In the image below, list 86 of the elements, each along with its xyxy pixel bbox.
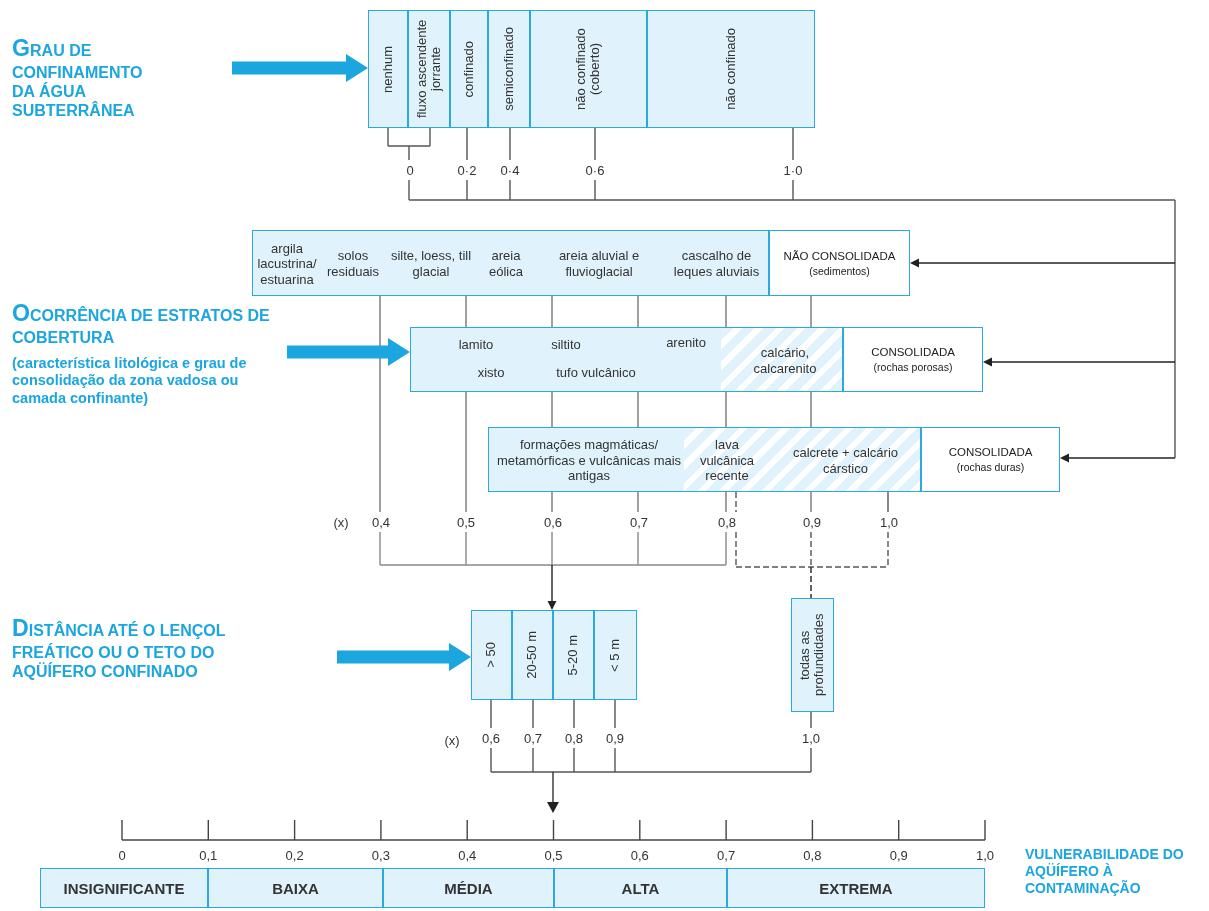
category-cell: não confinado bbox=[647, 10, 815, 128]
block-arrow bbox=[232, 54, 368, 82]
value-label: 0·2 bbox=[457, 162, 477, 178]
material-label: tufo vulcânico bbox=[556, 365, 636, 381]
arrow bbox=[547, 564, 557, 610]
material-panel bbox=[410, 327, 843, 392]
tick-label: 1,0 bbox=[975, 847, 995, 863]
material-label: cascalho de leques aluviais bbox=[672, 248, 761, 280]
material-label: arenito bbox=[666, 335, 706, 351]
heading-text: GRAU DE CONFINAMENTO DA ÁGUA SUBTERRÂNEA bbox=[12, 35, 144, 121]
block-arrow bbox=[337, 643, 471, 671]
category-label: CONSOLIDADA bbox=[871, 346, 955, 358]
category-cell: fluxo ascendente jorrante bbox=[408, 10, 450, 128]
tick-label: 0 bbox=[118, 847, 126, 863]
category-cell: 5-20 m bbox=[553, 610, 594, 700]
value-label: 0,9 bbox=[605, 730, 625, 746]
category-label: NÃO CONSOLIDADA bbox=[783, 249, 896, 262]
value-label: 0,8 bbox=[564, 730, 584, 746]
vulnerability-class-cell: ALTA bbox=[554, 868, 727, 908]
value-label: 0,4 bbox=[371, 514, 391, 530]
category-cell: 20-50 m bbox=[512, 610, 553, 700]
category-cell: não confinado (coberto) bbox=[530, 10, 647, 128]
tick-label: 0,1 bbox=[199, 847, 218, 863]
value-label: 0,6 bbox=[543, 514, 563, 530]
value-label: 0 bbox=[406, 162, 414, 178]
material-label: formações magmáticas/ metamórficas e vulcânicas mais antigas bbox=[495, 437, 683, 484]
connector-line bbox=[810, 566, 812, 599]
tick-label: 0,3 bbox=[371, 847, 390, 863]
value-label: (x) bbox=[444, 732, 460, 748]
value-label: 1,0 bbox=[879, 514, 899, 530]
value-label: 0,7 bbox=[629, 514, 649, 530]
consolidation-cell bbox=[921, 427, 1060, 492]
category-cell: todas as profundidades bbox=[791, 598, 834, 712]
tick-label: 0,8 bbox=[803, 847, 822, 863]
material-label: solos residuais bbox=[326, 248, 380, 280]
value-label: 0,9 bbox=[802, 514, 822, 530]
category-note: (rochas porosas) bbox=[873, 361, 953, 373]
material-label: lamito bbox=[458, 337, 494, 353]
material-label: silte, loess, till glacial bbox=[389, 248, 473, 280]
heading-text: OCORRÊNCIA DE ESTRATOS DE COBERTURA bbox=[12, 300, 271, 348]
material-label: calcrete + calcário cárstico bbox=[791, 444, 900, 477]
vulnerability-class-cell: BAIXA bbox=[208, 868, 383, 908]
category-cell: < 5 m bbox=[594, 610, 637, 700]
consolidation-cell bbox=[843, 327, 983, 392]
category-label: CONSOLIDADA bbox=[948, 446, 1033, 458]
value-label: 0,8 bbox=[717, 514, 737, 530]
material-panel bbox=[252, 230, 769, 296]
material-label: siltito bbox=[551, 337, 581, 353]
tick-label: 0,7 bbox=[717, 847, 736, 863]
value-label: 1·0 bbox=[783, 162, 803, 178]
tick-label: 0,2 bbox=[285, 847, 304, 863]
vulnerability-class-cell: INSIGNIFICANTE bbox=[40, 868, 208, 908]
category-cell: semiconfinado bbox=[488, 10, 530, 128]
category-cell: nenhum bbox=[368, 10, 408, 128]
value-label: (x) bbox=[333, 514, 349, 530]
value-label: 0,5 bbox=[456, 514, 476, 530]
arrow bbox=[983, 357, 1176, 367]
category-cell: > 50 bbox=[471, 610, 512, 700]
arrow bbox=[910, 258, 1176, 268]
value-label: 0·4 bbox=[500, 162, 520, 178]
category-note: (sedimentos) bbox=[809, 264, 870, 277]
arrow bbox=[1060, 453, 1176, 463]
material-label: argila lacustrina/ estuarina bbox=[256, 240, 318, 288]
block-arrow bbox=[287, 338, 410, 366]
tick-label: 0,9 bbox=[889, 847, 908, 863]
heading-note: (característica litológica e grau de consolidação da zona vadosa ou camada confinante) bbox=[12, 355, 248, 408]
value-label: 0,7 bbox=[523, 730, 543, 746]
tick-label: 0,4 bbox=[458, 847, 477, 863]
vulnerability-class-cell: MÉDIA bbox=[383, 868, 554, 908]
category-cell: confinado bbox=[450, 10, 488, 128]
axis-title: VULNERABILIDADE DO AQÜÍFERO À CONTAMINAÇÃO bbox=[1025, 846, 1185, 897]
value-label: 0,6 bbox=[481, 730, 501, 746]
value-label: 1,0 bbox=[801, 730, 821, 746]
material-label: calcário, calcarenito bbox=[752, 344, 818, 377]
material-panel bbox=[488, 427, 921, 492]
material-label: lava vulcânica recente bbox=[698, 437, 756, 484]
tick-label: 0,5 bbox=[544, 847, 563, 863]
tick-label: 0,6 bbox=[630, 847, 649, 863]
material-label: areia eólica bbox=[488, 248, 524, 280]
consolidation-cell bbox=[769, 230, 910, 296]
value-label: 0·6 bbox=[585, 162, 605, 178]
vulnerability-class-cell: EXTREMA bbox=[727, 868, 985, 908]
category-note: (rochas duras) bbox=[956, 461, 1025, 473]
material-label: areia aluvial e fluvioglacial bbox=[557, 248, 641, 280]
material-label: xisto bbox=[477, 365, 505, 381]
heading-text: DISTÂNCIA ATÉ O LENÇOL FREÁTICO OU O TETO DO AQÜÍFERO CONFINADO bbox=[12, 615, 227, 682]
